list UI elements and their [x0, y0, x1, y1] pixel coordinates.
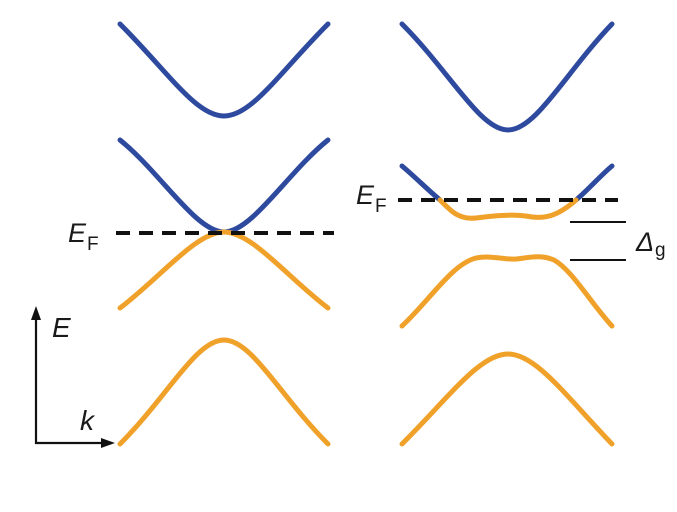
- right-panel: E F Δ g: [356, 21, 666, 447]
- right-upper-conduction-band: [399, 21, 615, 133]
- right-fermi-label: E: [356, 180, 375, 210]
- energy-axis-arrowhead: [31, 306, 41, 320]
- left-fermi-label-subscript: F: [87, 234, 99, 255]
- left-upper-conduction-band: [117, 21, 331, 119]
- right-lower-conduction-band-right: [573, 163, 615, 203]
- right-lower-conduction-band-left: [399, 163, 443, 203]
- right-upper-valence-band: [399, 254, 615, 329]
- energy-axis-label: E: [52, 312, 71, 343]
- momentum-axis-arrowhead: [101, 438, 115, 448]
- left-panel: E F: [68, 21, 334, 447]
- left-lower-valence-band: [117, 337, 331, 447]
- left-upper-valence-band: [117, 229, 331, 311]
- left-fermi-label: E: [68, 218, 87, 248]
- left-lower-conduction-band: [117, 137, 331, 235]
- gap-label: Δ: [635, 227, 654, 257]
- axes: E k: [31, 306, 115, 448]
- right-fermi-label-subscript: F: [375, 196, 387, 217]
- right-hybridized-band: [437, 197, 579, 221]
- gap-label-subscript: g: [655, 240, 666, 261]
- right-lower-valence-band: [399, 351, 615, 447]
- momentum-axis-label: k: [80, 405, 96, 436]
